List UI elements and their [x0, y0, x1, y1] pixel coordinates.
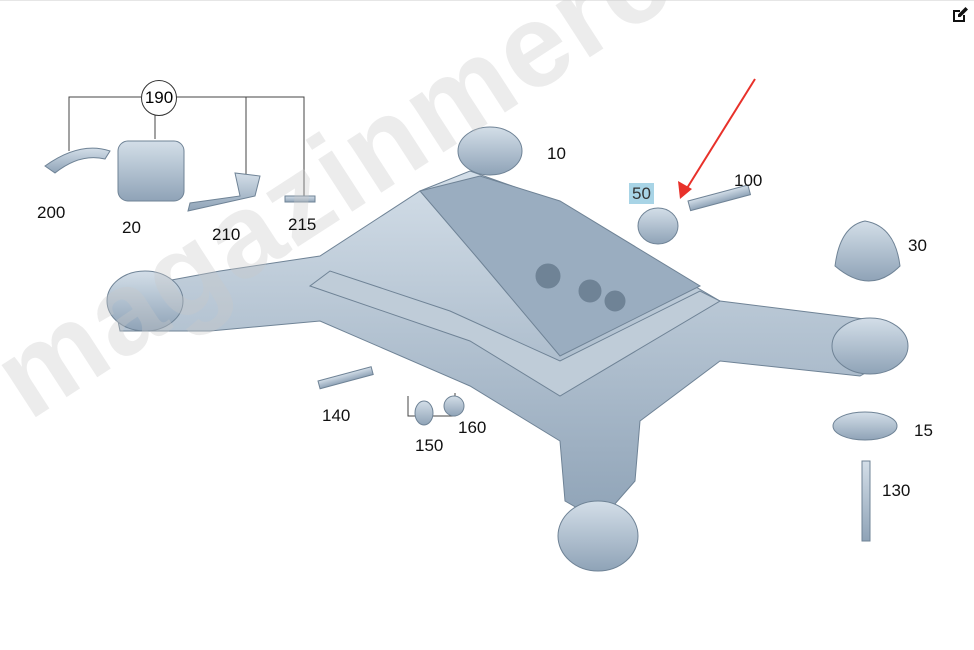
part-210-bracket [187, 172, 261, 212]
part-140-bolt [317, 366, 374, 390]
part-130-bolt [861, 460, 871, 542]
callout-200[interactable]: 200 [37, 203, 66, 222]
callout-100[interactable]: 100 [734, 171, 763, 190]
pointer-arrow [683, 78, 756, 194]
callout-130[interactable]: 130 [882, 481, 911, 500]
edit-icon[interactable] [950, 5, 970, 25]
callout-150[interactable]: 150 [415, 436, 444, 455]
part-20-bushing [117, 140, 185, 202]
callout-50-highlighted[interactable]: 50 [629, 183, 654, 204]
small-parts [44, 140, 901, 542]
callout-10[interactable]: 10 [547, 144, 566, 163]
part-50-bushing [637, 207, 679, 245]
part-15-washer [832, 411, 898, 441]
pointer-arrowhead [678, 181, 692, 199]
callout-190[interactable]: 190 [141, 80, 177, 116]
part-100-bolt [687, 184, 752, 212]
callout-140[interactable]: 140 [322, 406, 351, 425]
part-200-clamp [44, 147, 111, 174]
rear-subframe [106, 126, 909, 572]
callout-210[interactable]: 210 [212, 225, 241, 244]
callout-30[interactable]: 30 [908, 236, 927, 255]
callout-160[interactable]: 160 [458, 418, 487, 437]
part-150-washer [414, 400, 434, 426]
part-160-bushing [443, 395, 465, 417]
part-215-bolt [284, 195, 316, 203]
part-30-mount [834, 220, 901, 282]
callout-20[interactable]: 20 [122, 218, 141, 237]
callout-215[interactable]: 215 [288, 215, 317, 234]
callout-15[interactable]: 15 [914, 421, 933, 440]
